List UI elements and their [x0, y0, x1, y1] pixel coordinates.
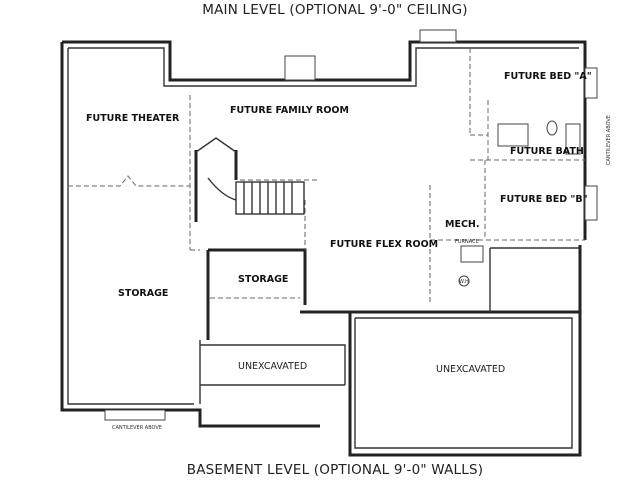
main-level-title: MAIN LEVEL (OPTIONAL 9'-0" CEILING): [202, 2, 467, 18]
room-label-storage-left: STORAGE: [118, 288, 168, 299]
room-label-future-bath: FUTURE BATH: [510, 146, 584, 157]
basement-level-title: BASEMENT LEVEL (OPTIONAL 9'-0" WALLS): [187, 462, 483, 478]
furnace-label: FURNACE: [455, 239, 479, 245]
mechanical-equipment: FURNACE W.H.: [455, 239, 484, 287]
window-wells: [104, 29, 598, 421]
room-label-mech: MECH.: [445, 219, 479, 230]
future-partitions: [68, 48, 585, 305]
cantilever-note-right: CANTILEVER ABOVE: [606, 115, 612, 165]
foundation-walls: [60, 40, 587, 457]
room-label-storage-center: STORAGE: [238, 274, 288, 285]
stair: [195, 137, 305, 215]
room-label-future-bed-a: FUTURE BED "A": [504, 71, 592, 82]
room-label-future-family-room: FUTURE FAMILY ROOM: [230, 105, 349, 116]
cantilever-note-bottom: CANTILEVER ABOVE: [112, 425, 162, 431]
room-label-unexcavated-left: UNEXCAVATED: [238, 361, 307, 372]
room-label-future-flex-room: FUTURE FLEX ROOM: [330, 239, 438, 250]
bath-fixtures: [497, 120, 581, 155]
room-label-future-theater: FUTURE THEATER: [86, 113, 180, 124]
room-label-unexcavated-right: UNEXCAVATED: [436, 364, 505, 375]
interior-walls: [194, 150, 580, 449]
water-heater-label: W.H.: [459, 279, 471, 285]
room-label-future-bed-b: FUTURE BED "B": [500, 194, 588, 205]
